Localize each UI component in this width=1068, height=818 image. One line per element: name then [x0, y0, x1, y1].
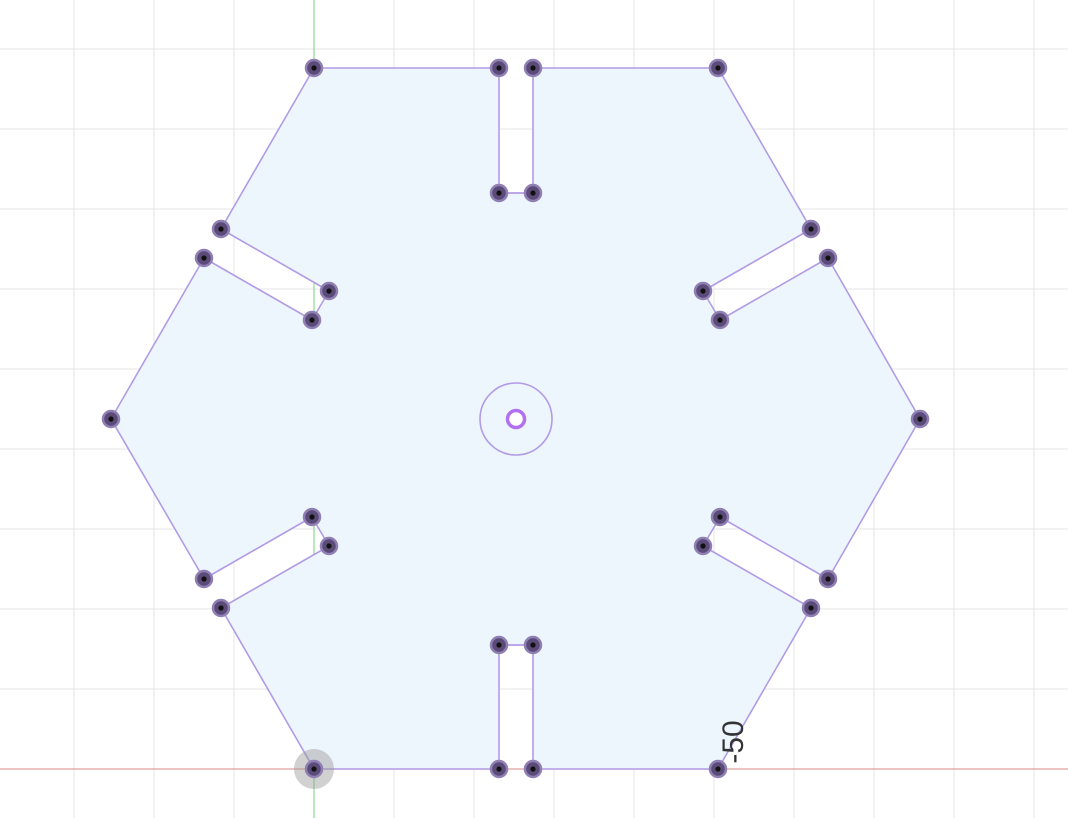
point-icon[interactable] — [801, 598, 821, 618]
point-icon[interactable] — [319, 536, 339, 556]
point-icon[interactable] — [302, 310, 322, 330]
point-icon[interactable] — [708, 759, 728, 779]
point-icon[interactable] — [818, 248, 838, 268]
point-icon[interactable] — [693, 536, 713, 556]
point-icon[interactable] — [489, 183, 509, 203]
point-icon[interactable] — [304, 759, 324, 779]
point-icon[interactable] — [523, 58, 543, 78]
sketch-points[interactable] — [101, 58, 930, 779]
point-icon[interactable] — [910, 409, 930, 429]
point-icon[interactable] — [211, 598, 231, 618]
point-icon[interactable] — [801, 219, 821, 239]
point-icon[interactable] — [194, 248, 214, 268]
point-icon[interactable] — [319, 281, 339, 301]
point-icon[interactable] — [523, 635, 543, 655]
point-icon[interactable] — [708, 58, 728, 78]
point-icon[interactable] — [489, 759, 509, 779]
center-hole[interactable] — [479, 382, 553, 456]
point-icon[interactable] — [818, 569, 838, 589]
point-icon[interactable] — [489, 635, 509, 655]
point-icon[interactable] — [523, 183, 543, 203]
point-icon[interactable] — [194, 569, 214, 589]
point-icon[interactable] — [304, 58, 324, 78]
center-circle-icon[interactable] — [505, 408, 527, 430]
point-icon[interactable] — [523, 759, 543, 779]
dimension-label[interactable]: -50 — [717, 720, 750, 763]
point-icon[interactable] — [693, 281, 713, 301]
point-icon[interactable] — [489, 58, 509, 78]
point-icon[interactable] — [710, 310, 730, 330]
point-icon[interactable] — [211, 219, 231, 239]
point-icon[interactable] — [101, 409, 121, 429]
point-icon[interactable] — [302, 507, 322, 527]
point-icon[interactable] — [710, 507, 730, 527]
